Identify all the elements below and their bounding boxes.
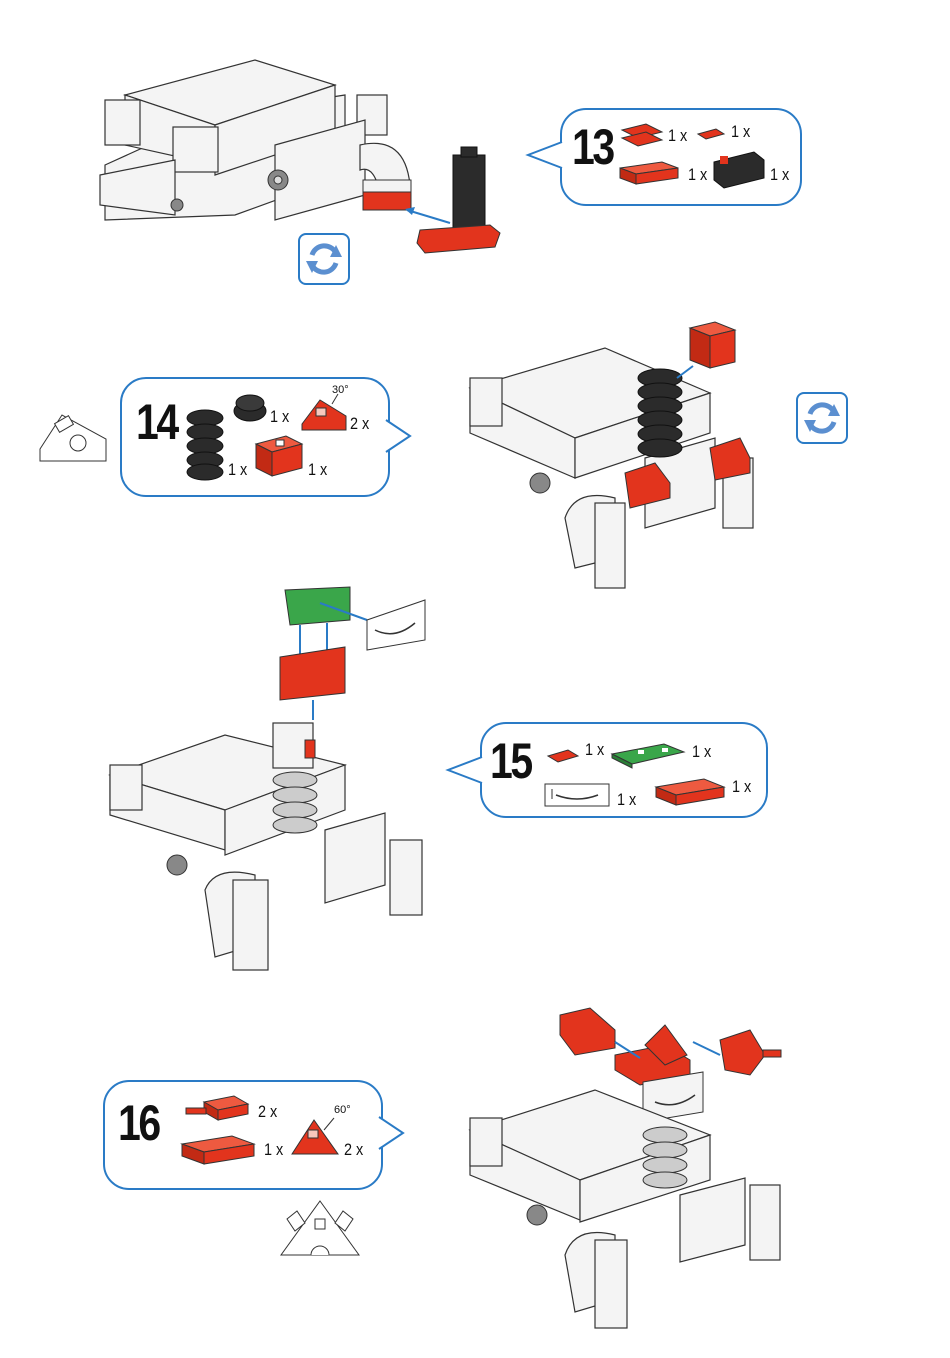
red-double-clip-icon bbox=[620, 120, 664, 148]
step13-assembly-illustration bbox=[95, 55, 515, 260]
red-building-plate-icon bbox=[616, 158, 682, 188]
red-small-clip-icon bbox=[696, 126, 726, 140]
green-plate-icon bbox=[608, 742, 688, 770]
part-quantity: 1 x bbox=[264, 1140, 283, 1160]
step-number: 13 bbox=[572, 122, 613, 172]
step-number: 14 bbox=[136, 397, 177, 447]
part-quantity: 1 x bbox=[308, 460, 327, 480]
red-angle-block-30-icon bbox=[298, 394, 350, 434]
part-quantity: 1 x bbox=[732, 777, 751, 797]
part-quantity: 2 x bbox=[350, 414, 369, 434]
red-small-clip-icon bbox=[546, 746, 580, 764]
part-quantity: 1 x bbox=[692, 742, 711, 762]
red-angle-block-60-icon bbox=[288, 1116, 344, 1160]
step16-callout-pointer bbox=[377, 1115, 405, 1151]
red-connector-pin-icon bbox=[184, 1094, 254, 1124]
part-quantity: 1 x bbox=[270, 407, 289, 427]
angle-label: 60° bbox=[334, 1104, 351, 1116]
black-mini-switch-icon bbox=[710, 148, 768, 192]
step16-assembly-illustration bbox=[465, 1000, 795, 1340]
part-quantity: 1 x bbox=[668, 126, 687, 146]
part-quantity: 2 x bbox=[258, 1102, 277, 1122]
red-building-block-icon bbox=[250, 432, 306, 480]
step-number: 16 bbox=[118, 1098, 159, 1148]
step15-assembly-illustration bbox=[105, 585, 435, 980]
curved-label-icon bbox=[544, 783, 610, 807]
part-quantity: 2 x bbox=[344, 1140, 363, 1160]
part-quantity: 1 x bbox=[688, 165, 707, 185]
angle-block-30-outline-icon bbox=[36, 405, 111, 465]
rotate-model-icon bbox=[796, 392, 848, 444]
part-quantity: 1 x bbox=[770, 165, 789, 185]
angle-block-60-outline-icon bbox=[275, 1197, 365, 1259]
step13-callout-pointer bbox=[527, 140, 563, 170]
step-number: 15 bbox=[490, 736, 531, 786]
black-cap-icon bbox=[232, 393, 268, 423]
step14-callout-pointer bbox=[384, 418, 412, 454]
part-quantity: 1 x bbox=[585, 740, 604, 760]
rotate-model-icon bbox=[298, 233, 350, 285]
part-quantity: 1 x bbox=[731, 122, 750, 142]
step15-callout-pointer bbox=[447, 755, 483, 785]
red-building-plate-icon bbox=[178, 1132, 258, 1168]
black-spring-icon bbox=[185, 408, 225, 482]
part-quantity: 1 x bbox=[617, 790, 636, 810]
part-quantity: 1 x bbox=[228, 460, 247, 480]
step14-assembly-illustration bbox=[465, 318, 795, 603]
red-building-plate-icon bbox=[652, 775, 728, 807]
